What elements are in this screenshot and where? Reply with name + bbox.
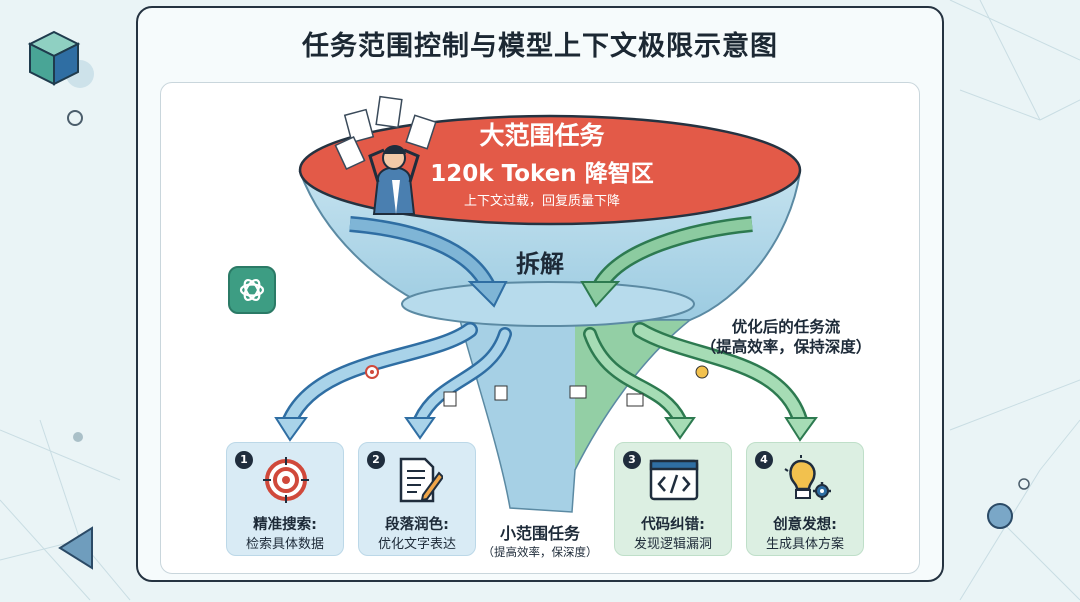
task-number-badge: 2 — [367, 451, 385, 469]
funnel-note: 上下文过载，回复质量下降 — [463, 194, 620, 209]
page-title: 任务范围控制与模型上下文极限示意图 — [302, 31, 778, 62]
task-title: 创意发想: — [773, 517, 837, 533]
task-number-badge: 1 — [235, 451, 253, 469]
task-desc: 优化文字表达 — [377, 537, 456, 552]
task-number-badge: 3 — [623, 451, 641, 469]
target-icon — [263, 457, 309, 503]
task-desc: 检索具体数据 — [245, 537, 324, 552]
task-title: 段落润色: — [385, 517, 449, 533]
funnel-subtitle: 120k Token 降智区 — [430, 161, 654, 187]
flow-label-line1: 优化后的任务流 — [731, 318, 841, 336]
small-task-note: （提高效率，保深度） — [482, 545, 598, 559]
code-small-icon — [569, 385, 587, 399]
doc-small-icon — [443, 391, 457, 407]
flow-label-line2: （提高效率，保持深度） — [700, 338, 872, 356]
overloaded-person-icon — [334, 95, 437, 215]
bulb-small-icon — [695, 365, 709, 379]
funnel-rim — [401, 281, 695, 327]
task-card-3: 3 代码纠错: 发现逻辑漏洞 — [614, 442, 732, 556]
document-pencil-icon — [399, 457, 443, 503]
split-label: 拆解 — [516, 250, 564, 278]
task-number-badge: 4 — [755, 451, 773, 469]
lightbulb-gear-icon — [784, 455, 831, 500]
task-desc: 生成具体方案 — [765, 537, 844, 552]
code-window-icon — [649, 459, 699, 501]
cube-icon — [27, 30, 81, 86]
optimized-flow-label: 优化后的任务流 （提高效率，保持深度） — [676, 317, 896, 357]
funnel-title: 大范围任务 — [479, 121, 605, 150]
task-desc: 发现逻辑漏洞 — [633, 537, 712, 552]
task-title: 代码纠错: — [641, 517, 705, 533]
small-task-label: 小范围任务 — [499, 524, 580, 543]
task-card-2: 2 段落润色: 优化文字表达 — [358, 442, 476, 556]
task-card-4: 4 创意发想: 生成具体方案 — [746, 442, 864, 556]
ai-logo-icon — [228, 266, 276, 314]
task-card-1: 1 精准搜索: 检索具体数据 — [226, 442, 344, 556]
task-title: 精准搜索: — [253, 517, 317, 533]
